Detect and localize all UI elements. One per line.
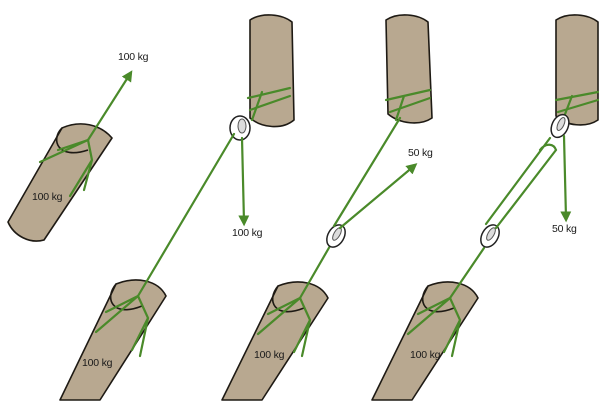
log-3 [221,281,329,401]
pulley-4-log [480,224,500,248]
panel-2: 100 kg 100 kg [59,14,295,401]
panel-3: 50 kg 100 kg [221,14,433,401]
force-arrow-3 [338,163,418,230]
panel-1: 100 kg 100 kg [7,51,149,242]
rope-4-strop [448,246,486,300]
anchor-sling-3 [384,88,432,122]
rope-1 [38,138,94,198]
rope-3-strop [298,244,332,300]
force-label-3: 50 kg [408,147,433,159]
anchor-tree-3 [385,14,433,124]
panel-4: 50 kg 100 kg [371,14,599,401]
log-1 [7,123,113,242]
pulley-4-anchor [550,113,570,139]
rope-3-log [256,296,312,358]
force-label-2: 100 kg [232,227,263,239]
rope-4-log [406,296,462,358]
force-label-4: 50 kg [552,223,577,235]
force-label-1: 100 kg [118,51,149,63]
anchor-tree-4 [555,14,599,126]
log-label-3: 100 kg [254,349,285,361]
log-2 [59,279,167,401]
rope-4-pulley-lines [484,136,558,230]
anchor-sling-2 [246,86,292,122]
log-label-2: 100 kg [82,357,113,369]
log-4 [371,281,479,401]
force-arrow-1 [86,70,133,142]
force-arrow-4 [560,134,572,223]
pulley-3 [326,224,346,248]
force-arrow-2 [238,136,250,227]
rope-2-main [136,132,236,298]
log-label-1: 100 kg [32,191,63,203]
rope-2-log [94,294,150,358]
rope-3-anchored [332,116,402,228]
log-label-4: 100 kg [410,349,441,361]
